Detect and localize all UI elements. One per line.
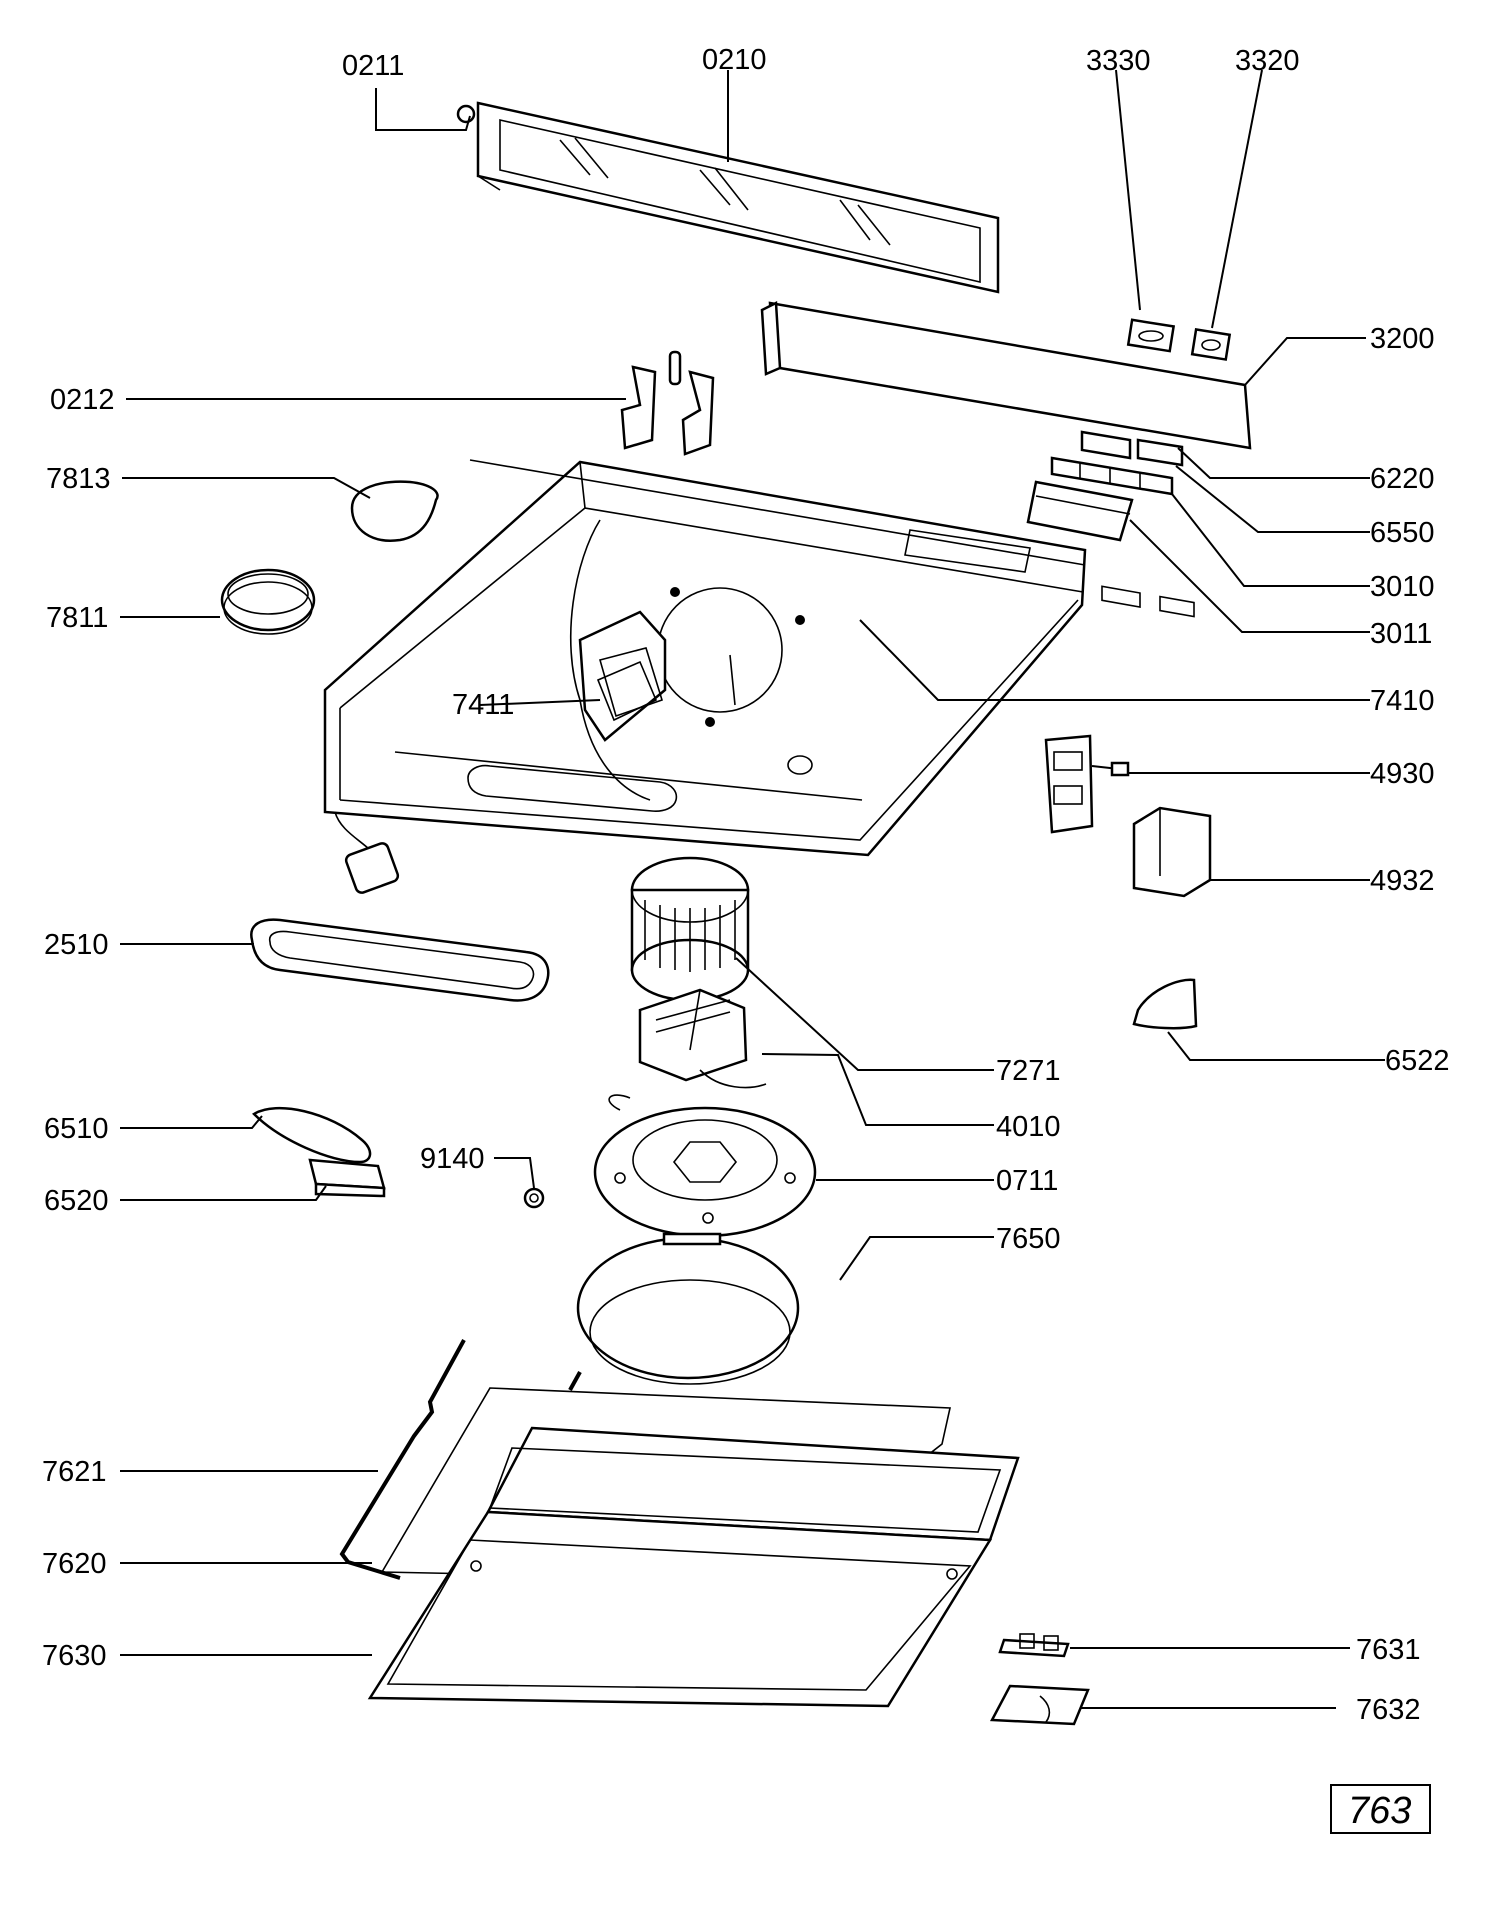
control-panel-strip-part (760, 301, 1252, 618)
grease-filter-7630-part (367, 1426, 1020, 1708)
clip-7631-part (998, 1633, 1070, 1658)
label-7632: 7632 (1356, 1694, 1421, 1726)
label-0210: 0210 (702, 44, 767, 76)
page-reference-number: 763 (1348, 1790, 1411, 1832)
label-6510: 6510 (44, 1113, 109, 1145)
connector-4930-part (1044, 734, 1130, 834)
label-7411: 7411 (452, 689, 514, 721)
label-6522: 6522 (1385, 1045, 1450, 1077)
label-2510: 2510 (44, 929, 109, 961)
label-0212: 0212 (50, 384, 115, 416)
ring-7811-part (220, 568, 316, 635)
label-7631: 7631 (1356, 1634, 1421, 1666)
glass-panel-part (476, 101, 1000, 294)
switch-housing-3011-part (1026, 480, 1134, 542)
hinge-pin-part (456, 104, 476, 124)
label-3320: 3320 (1235, 45, 1300, 77)
leader-lines (120, 69, 1385, 1709)
bracket-0212-part (620, 350, 715, 456)
label-6520: 6520 (44, 1185, 109, 1217)
knob-3330-part (1126, 318, 1176, 353)
label-4932: 4932 (1370, 865, 1435, 897)
knob-3320-part (1190, 328, 1232, 361)
switch-6220-part (1080, 430, 1132, 460)
label-7813: 7813 (46, 463, 111, 495)
gasket-2510-part (250, 918, 550, 1002)
carbon-filter-7650-part (576, 1232, 800, 1385)
label-7620: 7620 (42, 1548, 107, 1580)
lamp-holder-6520-part (308, 1158, 386, 1198)
label-9140: 9140 (420, 1143, 485, 1175)
hood-housing-part (323, 459, 1087, 894)
label-6550: 6550 (1370, 517, 1435, 549)
label-7811: 7811 (46, 602, 108, 634)
label-7632-part (989, 1684, 1090, 1726)
label-7410: 7410 (1370, 685, 1435, 717)
motor-4010-part (638, 988, 767, 1089)
lamp-6510-part (252, 1106, 372, 1164)
label-4930: 4930 (1370, 758, 1435, 790)
part-labels: 0211 0210 3330 3320 3200 0212 6220 7813 … (42, 44, 1450, 1726)
label-7621: 7621 (42, 1456, 107, 1488)
label-0711: 0711 (996, 1165, 1058, 1197)
motor-plate-0711-part (593, 1094, 817, 1238)
screw-9140-part (523, 1187, 545, 1209)
page-reference-box: 763 (1330, 1784, 1431, 1834)
label-4010: 4010 (996, 1111, 1061, 1143)
label-3330: 3330 (1086, 45, 1151, 77)
label-3010: 3010 (1370, 571, 1435, 603)
label-7630: 7630 (42, 1640, 107, 1672)
lamp-cover-6522-part (1132, 978, 1198, 1030)
label-3011: 3011 (1370, 618, 1432, 650)
diffuser-7813-part (350, 480, 439, 542)
switch-6550-part (1136, 438, 1184, 467)
fan-impeller-7271-part (630, 856, 750, 1002)
label-7271: 7271 (996, 1055, 1061, 1087)
air-duct-7411-part (599, 647, 663, 718)
box-4932-part (1132, 806, 1212, 898)
label-6220: 6220 (1370, 463, 1435, 495)
label-3200: 3200 (1370, 323, 1435, 355)
label-7650: 7650 (996, 1223, 1061, 1255)
label-0211: 0211 (342, 50, 404, 82)
